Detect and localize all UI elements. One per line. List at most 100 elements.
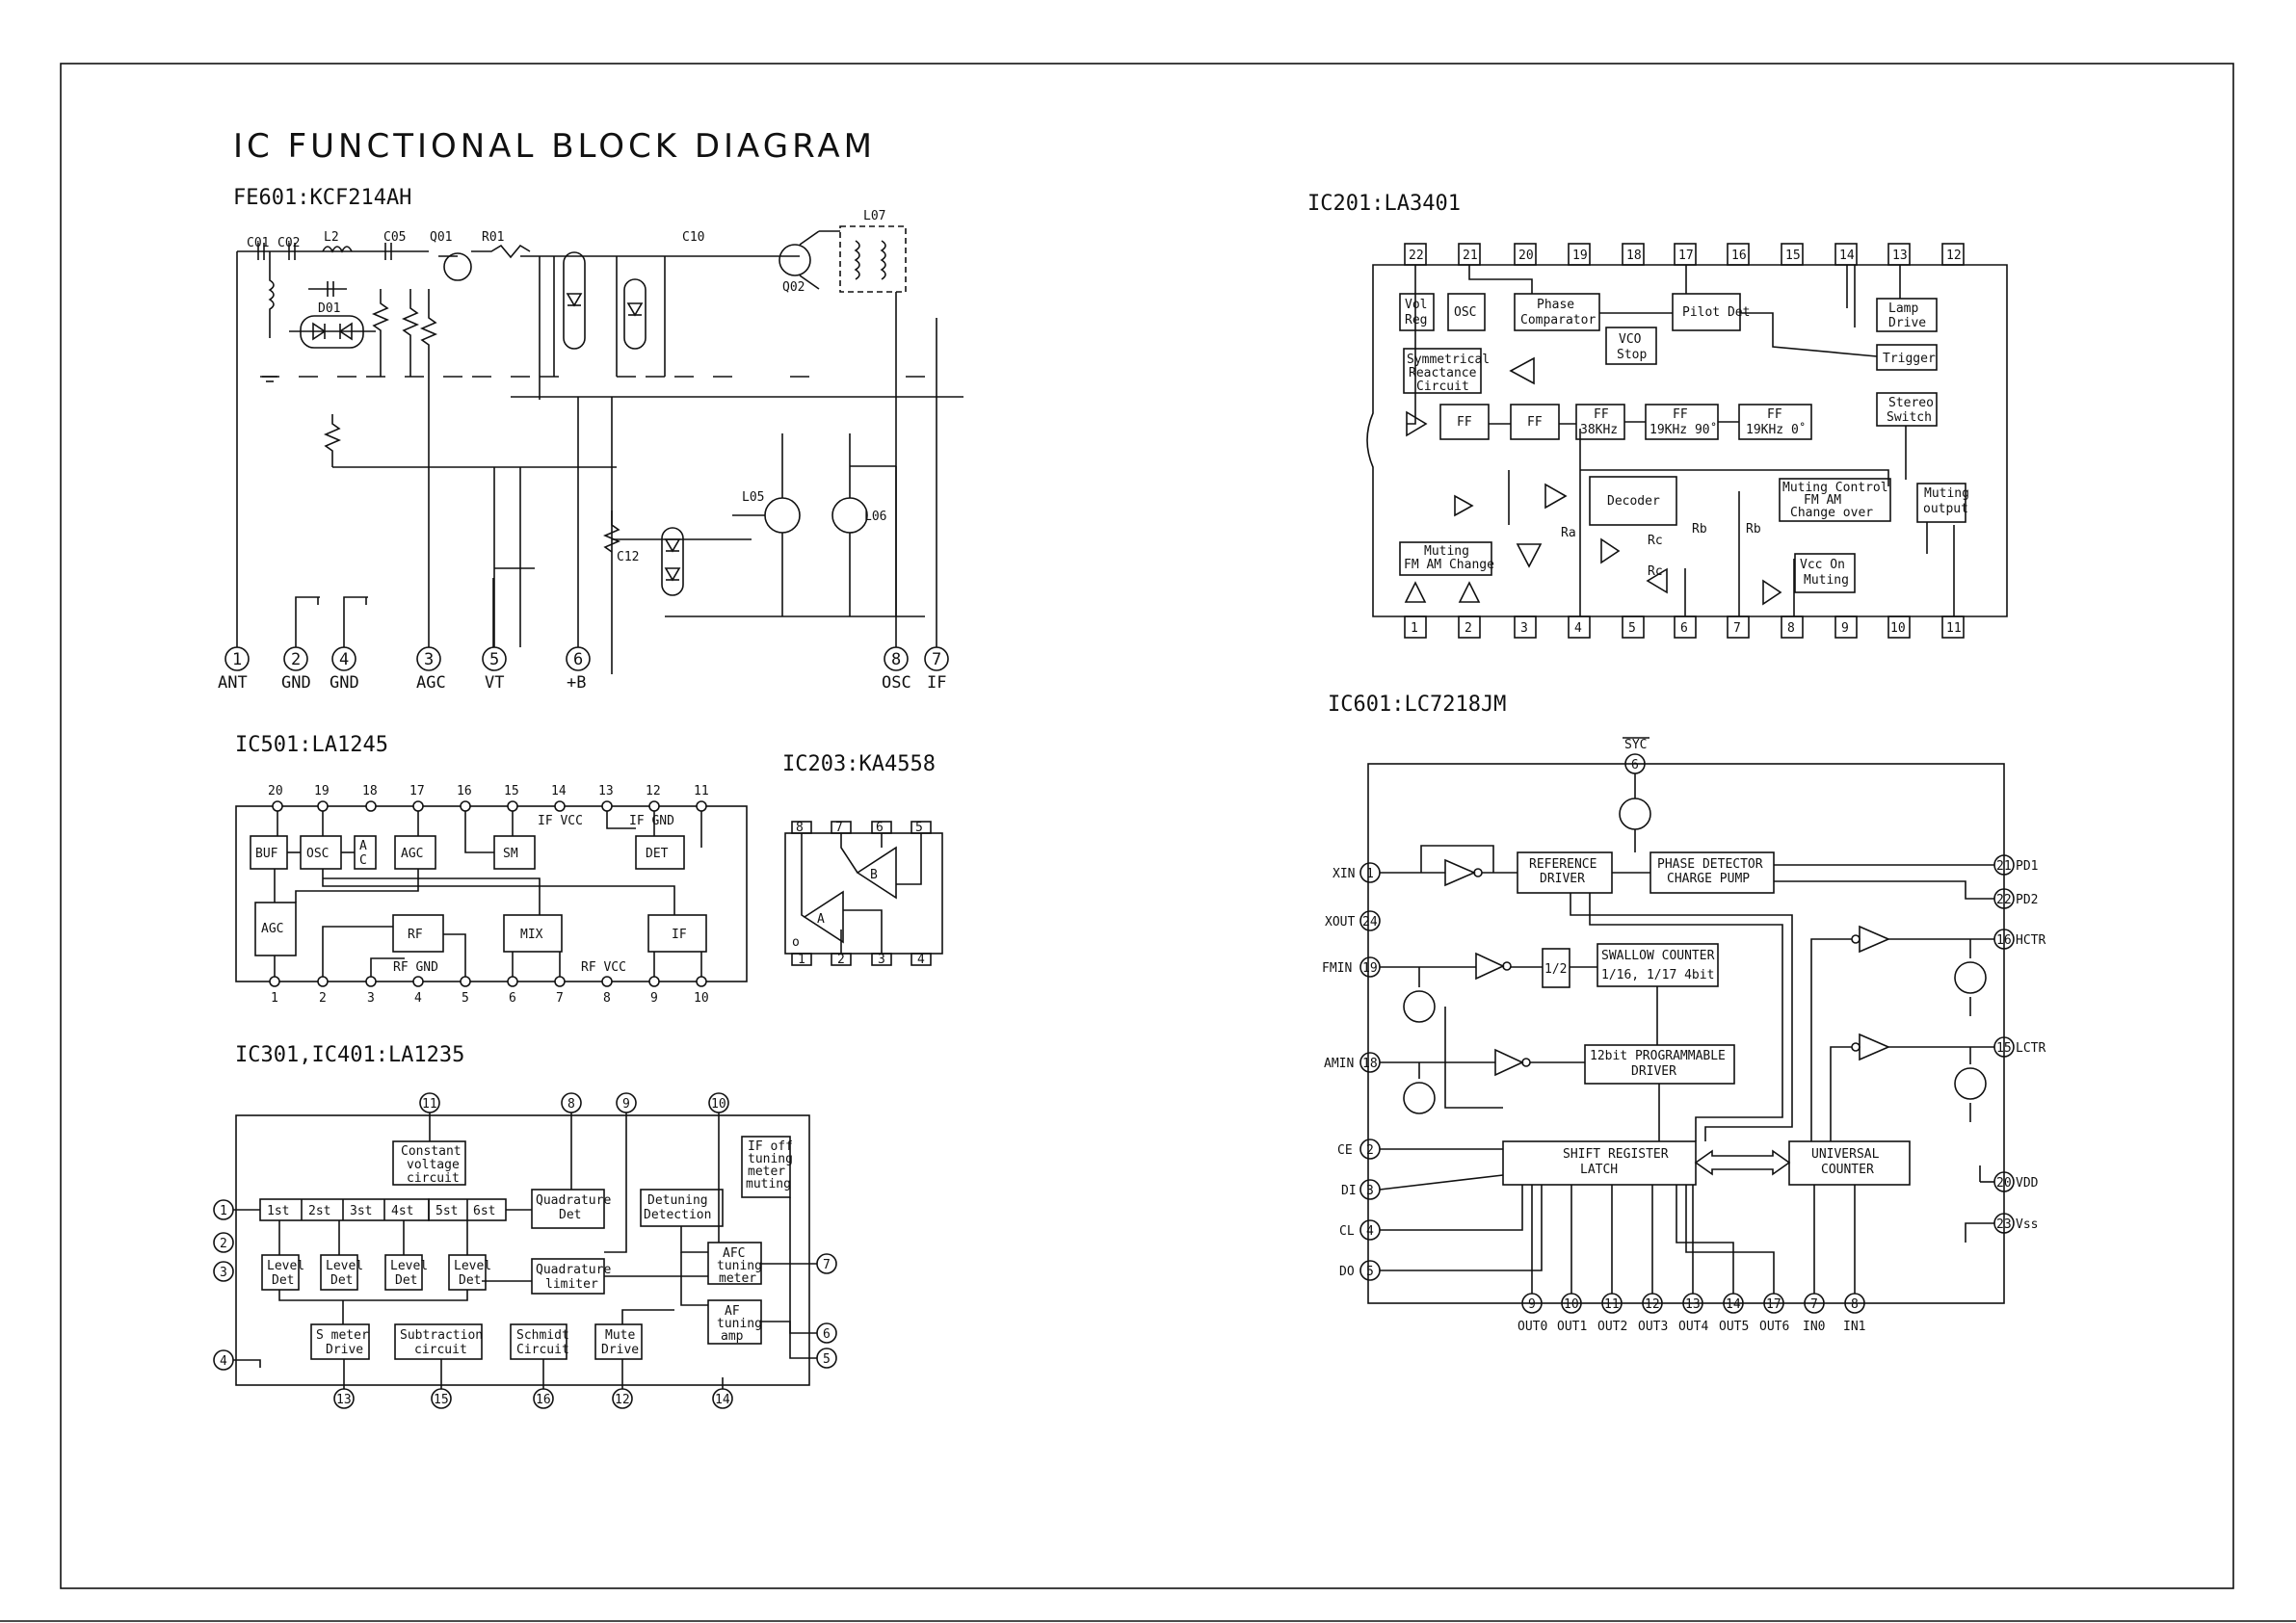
svg-text:14: 14 (1839, 249, 1855, 263)
svg-text:11: 11 (1946, 621, 1962, 636)
svg-text:Quadrature: Quadrature (536, 1263, 611, 1277)
svg-text:VDD: VDD (2016, 1176, 2039, 1191)
svg-text:6: 6 (823, 1327, 831, 1342)
ic203-heading: IC203:KA4558 (782, 752, 936, 776)
svg-text:L06: L06 (864, 510, 886, 524)
fe601-pin-7: 7 IF (924, 646, 949, 693)
svg-text:Det: Det (559, 1208, 581, 1222)
svg-text:OUT0: OUT0 (1517, 1320, 1547, 1334)
svg-text:DRIVER: DRIVER (1631, 1064, 1676, 1079)
svg-text:19KHz 0˚: 19KHz 0˚ (1746, 422, 1807, 437)
svg-text:1st: 1st (267, 1204, 289, 1218)
svg-text:2: 2 (1465, 621, 1472, 636)
svg-text:8: 8 (1787, 621, 1795, 636)
svg-text:1: 1 (271, 991, 278, 1006)
svg-text:Level: Level (454, 1259, 491, 1273)
svg-text:OUT3: OUT3 (1638, 1320, 1668, 1334)
svg-text:Change over: Change over (1790, 506, 1873, 520)
svg-text:12: 12 (615, 1393, 630, 1407)
svg-text:meter: meter (748, 1165, 785, 1179)
svg-text:22: 22 (1409, 249, 1424, 263)
svg-text:6: 6 (573, 650, 583, 669)
svg-text:Stop: Stop (1617, 348, 1647, 362)
svg-text:tuning: tuning (748, 1152, 793, 1166)
svg-text:2: 2 (220, 1237, 227, 1251)
svg-text:SHIFT REGISTER: SHIFT REGISTER (1563, 1147, 1669, 1162)
svg-text:Circuit: Circuit (1416, 380, 1469, 394)
svg-text:Muting: Muting (1804, 573, 1849, 588)
svg-text:VT: VT (485, 673, 504, 693)
ic601-heading: IC601:LC7218JM (1328, 693, 1506, 717)
svg-text:FF: FF (1594, 407, 1609, 422)
svg-text:9: 9 (1841, 621, 1849, 636)
svg-text:Det: Det (459, 1273, 481, 1288)
svg-text:XIN: XIN (1333, 867, 1355, 881)
svg-text:Phase: Phase (1537, 298, 1574, 312)
svg-text:3: 3 (878, 953, 885, 967)
svg-text:C02: C02 (277, 236, 300, 250)
svg-text:13: 13 (1685, 1297, 1701, 1312)
svg-text:Pilot Det: Pilot Det (1682, 305, 1750, 320)
svg-text:LCTR: LCTR (2016, 1041, 2045, 1056)
svg-text:AFC: AFC (723, 1246, 745, 1261)
svg-text:Rc: Rc (1648, 534, 1663, 548)
page-title: IC FUNCTIONAL BLOCK DIAGRAM (233, 127, 876, 166)
svg-text:1: 1 (1366, 867, 1374, 881)
svg-text:Det: Det (330, 1273, 353, 1288)
svg-text:voltage: voltage (407, 1158, 460, 1172)
svg-text:Detuning: Detuning (647, 1193, 708, 1208)
svg-text:IF GND: IF GND (629, 814, 674, 828)
svg-text:5: 5 (823, 1352, 831, 1367)
svg-text:12bit PROGRAMMABLE: 12bit PROGRAMMABLE (1590, 1049, 1726, 1063)
svg-text:Circuit: Circuit (516, 1343, 569, 1357)
svg-text:3: 3 (1520, 621, 1528, 636)
svg-text:meter: meter (719, 1271, 756, 1286)
page-border (60, 63, 2234, 1589)
svg-text:4: 4 (220, 1354, 227, 1369)
svg-text:17: 17 (1678, 249, 1694, 263)
svg-text:6st: 6st (473, 1204, 495, 1218)
svg-text:16: 16 (1731, 249, 1747, 263)
svg-text:5: 5 (1628, 621, 1636, 636)
svg-text:16: 16 (1996, 933, 2012, 948)
svg-text:15: 15 (504, 784, 519, 798)
svg-text:C10: C10 (682, 230, 704, 245)
svg-text:FF: FF (1767, 407, 1782, 422)
svg-text:14: 14 (715, 1393, 730, 1407)
svg-text:13: 13 (598, 784, 614, 798)
svg-text:IN0: IN0 (1803, 1320, 1825, 1334)
svg-text:1: 1 (220, 1204, 227, 1218)
svg-text:output: output (1923, 502, 1968, 516)
svg-text:A: A (359, 839, 367, 853)
svg-text:17: 17 (1766, 1297, 1781, 1312)
svg-text:10: 10 (1564, 1297, 1579, 1312)
svg-text:9: 9 (650, 991, 658, 1006)
svg-text:A: A (817, 912, 825, 927)
svg-text:tuning: tuning (717, 1317, 762, 1331)
svg-text:L07: L07 (863, 209, 885, 223)
svg-text:MIX: MIX (520, 928, 543, 942)
svg-text:RF: RF (408, 928, 423, 942)
fe601-pin-6: 6 +B (566, 646, 591, 693)
fe601-pin-4: 4 GND (330, 646, 359, 693)
svg-text:1: 1 (232, 650, 242, 669)
svg-text:5: 5 (489, 650, 499, 669)
svg-text:20: 20 (268, 784, 283, 798)
svg-text:2st: 2st (308, 1204, 330, 1218)
svg-text:Muting: Muting (1424, 544, 1469, 559)
svg-text:1/2: 1/2 (1544, 962, 1567, 977)
svg-text:S meter: S meter (316, 1328, 369, 1343)
svg-text:Det: Det (395, 1273, 417, 1288)
svg-text:4: 4 (917, 953, 925, 967)
svg-text:AMIN: AMIN (1324, 1057, 1354, 1071)
svg-text:Symmetrical: Symmetrical (1407, 353, 1490, 367)
svg-text:OUT1: OUT1 (1557, 1320, 1587, 1334)
svg-text:Comparator: Comparator (1520, 313, 1596, 327)
svg-text:C12: C12 (617, 550, 639, 564)
svg-text:4: 4 (1366, 1224, 1374, 1239)
svg-text:Level: Level (390, 1259, 428, 1273)
svg-text:IF off: IF off (748, 1139, 793, 1154)
svg-text:8: 8 (1851, 1297, 1859, 1312)
svg-text:SM: SM (503, 847, 518, 861)
svg-text:FF: FF (1527, 415, 1543, 430)
